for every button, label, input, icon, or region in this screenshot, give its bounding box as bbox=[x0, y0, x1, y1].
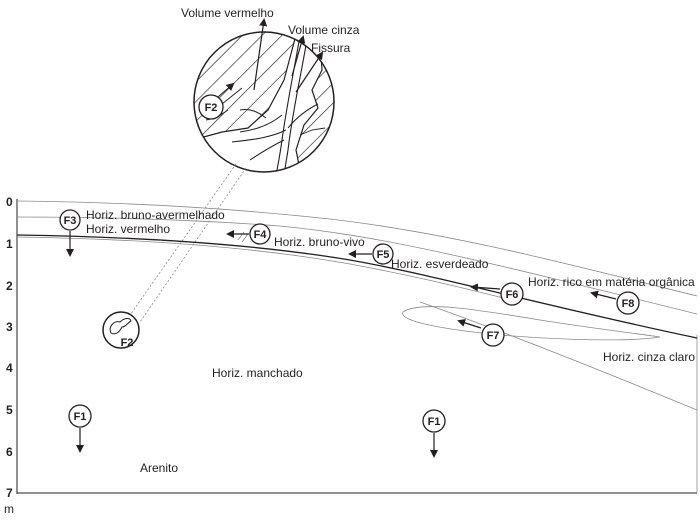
svg-text:4: 4 bbox=[6, 361, 13, 375]
label-volume-vermelho: Volume vermelho bbox=[181, 6, 274, 20]
svg-text:2: 2 bbox=[6, 279, 13, 293]
marker-f5: F5 bbox=[372, 243, 394, 265]
hatch-mark bbox=[237, 231, 249, 243]
depth-unit: m bbox=[4, 502, 14, 516]
svg-text:F1: F1 bbox=[428, 416, 441, 428]
zoom-connector-left bbox=[127, 163, 237, 319]
arrow-volume-cinza bbox=[291, 35, 306, 77]
marker-f1-left: F1 bbox=[68, 404, 92, 428]
arrow-volume-vermelho bbox=[253, 18, 268, 91]
label-horiz-bruno-vivo: Horiz. bruno-vivo bbox=[274, 235, 365, 249]
marker-f2-section: F2 bbox=[102, 311, 140, 349]
marker-f4: F4 bbox=[249, 223, 271, 245]
soil-section: 0 1 2 3 4 5 6 7 m Horiz. bruno-avermelha… bbox=[4, 195, 698, 516]
svg-text:F6: F6 bbox=[506, 289, 519, 301]
label-horiz-rico-materia-organica: Horiz. rico em matéria orgânica bbox=[528, 275, 695, 289]
svg-text:F3: F3 bbox=[64, 215, 77, 227]
arrow-f7 bbox=[457, 319, 482, 329]
boundary-cinza-claro-lower bbox=[419, 301, 698, 411]
marker-f6: F6 bbox=[500, 282, 524, 306]
svg-text:F2: F2 bbox=[121, 337, 134, 349]
arrow-f6 bbox=[470, 283, 501, 292]
svg-text:7: 7 bbox=[6, 486, 13, 500]
marker-f2-zoom: F2 bbox=[198, 94, 224, 120]
label-horiz-vermelho: Horiz. vermelho bbox=[86, 222, 170, 236]
svg-text:F8: F8 bbox=[622, 298, 635, 310]
label-fissura: Fissura bbox=[311, 41, 351, 55]
lens-f7 bbox=[402, 306, 661, 341]
depth-ticks: 0 1 2 3 4 5 6 7 m bbox=[4, 195, 14, 516]
label-horiz-esverdeado: Horiz. esverdeado bbox=[391, 257, 489, 271]
arrow-f8 bbox=[590, 290, 617, 300]
boundary-bruno-avermelhado bbox=[16, 216, 698, 315]
svg-text:F2: F2 bbox=[205, 102, 218, 114]
marker-f3: F3 bbox=[59, 209, 81, 231]
boundary-vermelho bbox=[16, 234, 698, 339]
f2-volume-shape bbox=[109, 318, 132, 335]
svg-text:0: 0 bbox=[6, 195, 13, 209]
marker-f7: F7 bbox=[481, 323, 505, 347]
svg-text:F5: F5 bbox=[377, 249, 390, 261]
svg-text:5: 5 bbox=[6, 403, 13, 417]
ground-surface-line bbox=[16, 200, 698, 297]
svg-text:6: 6 bbox=[6, 445, 13, 459]
svg-text:1: 1 bbox=[6, 237, 13, 251]
marker-f8: F8 bbox=[616, 291, 640, 315]
marker-f1-right: F1 bbox=[422, 409, 446, 433]
label-horiz-bruno-avermelhado: Horiz. bruno-avermelhado bbox=[86, 208, 225, 222]
label-horiz-cinza-claro: Horiz. cinza claro bbox=[603, 350, 695, 364]
label-horiz-manchado: Horiz. manchado bbox=[212, 366, 303, 380]
label-volume-cinza: Volume cinza bbox=[288, 23, 360, 37]
label-arenito: Arenito bbox=[140, 461, 178, 475]
svg-text:F1: F1 bbox=[74, 411, 87, 423]
svg-text:F7: F7 bbox=[487, 330, 500, 342]
svg-text:3: 3 bbox=[6, 320, 13, 334]
arrow-fissura bbox=[295, 51, 324, 93]
arrow-f2-zoom bbox=[217, 82, 235, 98]
svg-text:F4: F4 bbox=[254, 229, 268, 241]
boundary-bruno-vivo bbox=[16, 236, 521, 303]
zoom-detail-circle bbox=[193, 31, 335, 173]
